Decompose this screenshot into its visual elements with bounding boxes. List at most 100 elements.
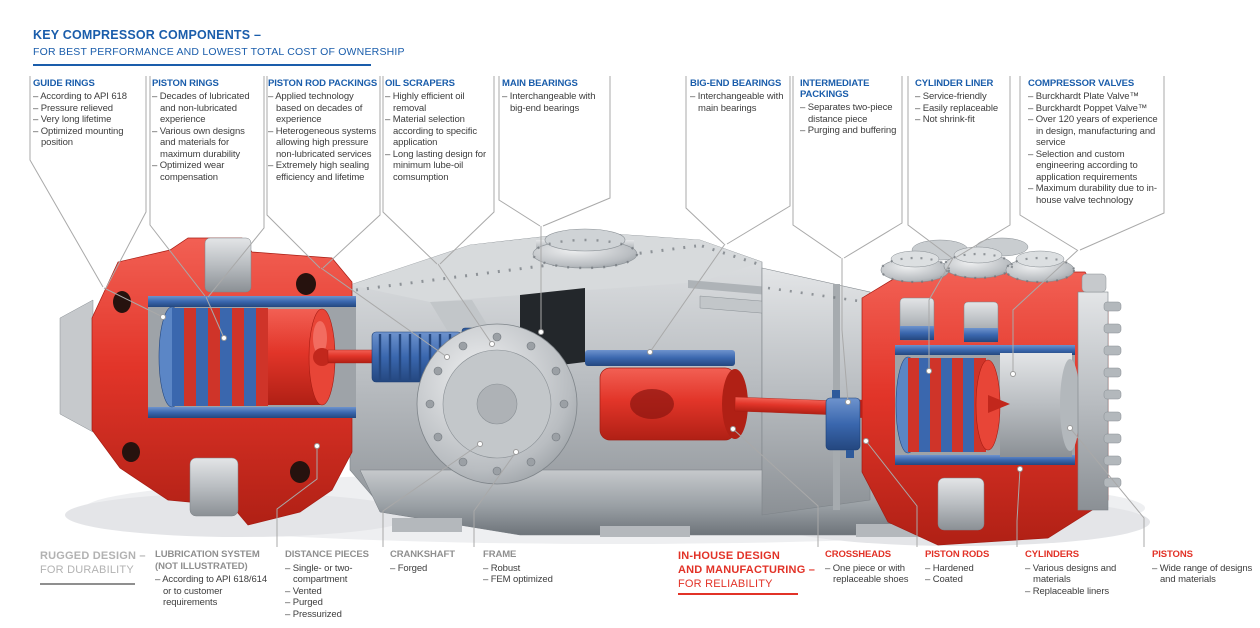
label-item: – Pressure relieved — [33, 102, 113, 114]
label-distance-pieces: DISTANCE PIECES – Single- or two-compart… — [285, 549, 385, 620]
label-item: – Interchangeable with main bearings — [690, 91, 784, 114]
label-main-bearings: MAIN BEARINGS – Interchangeable with big… — [502, 78, 610, 114]
label-title: CYLINDERS — [1025, 549, 1079, 560]
slogan-line: FOR DURABILITY — [40, 564, 134, 576]
label-title: INTERMEDIATE PACKINGS — [800, 78, 870, 100]
label-item: – Various own designs and materials for … — [152, 125, 245, 160]
label-item: – Various designs and materials — [1025, 562, 1117, 586]
label-piston-rings: PISTON RINGS – Decades of lubricated and… — [152, 78, 260, 183]
crankshaft-cover — [416, 323, 578, 485]
label-item: – Not shrink-fit — [915, 114, 975, 125]
label-crankshaft: CRANKSHAFT – Forged — [390, 549, 480, 574]
label-title: CYLINDER LINER — [915, 78, 994, 89]
left-piston — [158, 306, 336, 408]
label-item: – Vented — [285, 585, 322, 597]
label-title: LUBRICATION SYSTEM — [155, 549, 260, 560]
label-item: – Service-friendly — [915, 91, 987, 102]
right-cylinder-block — [861, 237, 1109, 546]
label-compressor-valves: COMPRESSOR VALVES – Burckhardt Plate Val… — [1028, 78, 1164, 206]
label-item: – Wide range of designs and materials — [1152, 562, 1253, 586]
inhouse-underline — [678, 593, 798, 595]
label-item: – Easily replaceable — [915, 102, 999, 114]
label-pistons: PISTONS – Wide range of designs and mate… — [1152, 549, 1256, 586]
label-item: – One piece or with replaceable shoes — [825, 562, 909, 586]
slogan-line: RUGGED DESIGN – — [40, 550, 146, 562]
label-title: BIG-END BEARINGS — [690, 78, 782, 89]
label-lubrication-system: LUBRICATION SYSTEM (NOT ILLUSTRATED) – A… — [155, 549, 273, 609]
slogan-inhouse-design: IN-HOUSE DESIGN AND MANUFACTURING – FOR … — [678, 549, 818, 591]
slogan-line: FOR RELIABILITY — [678, 578, 773, 590]
label-piston-rod-packings: PISTON ROD PACKINGS – Applied technology… — [268, 78, 378, 183]
label-cylinder-liner: CYLINDER LINER – Service-friendly – Easi… — [915, 78, 1010, 126]
label-item: – Purging and buffering — [800, 125, 897, 136]
label-oil-scrapers: OIL SCRAPERS – Highly efficient oil remo… — [385, 78, 490, 183]
label-title: (NOT ILLUSTRATED) — [155, 560, 248, 572]
left-wing-plate — [59, 299, 94, 433]
top-hatch — [531, 228, 639, 270]
label-item: – According to API 618/614 or to custome… — [155, 574, 268, 608]
label-item: – Decades of lubricated and non-lubricat… — [152, 91, 250, 125]
left-cylinder-block — [91, 237, 356, 526]
label-guide-rings: GUIDE RINGS – According to API 618 – Pre… — [33, 78, 141, 149]
valve-caps — [879, 246, 1076, 284]
label-item: – Burckhardt Poppet Valve™ — [1028, 102, 1148, 114]
rugged-underline — [40, 583, 135, 585]
label-item: – Selection and custom engineering accor… — [1028, 148, 1138, 183]
label-item: – Replaceable liners — [1025, 585, 1110, 597]
label-item: – Interchangeable with big-end bearings — [502, 91, 596, 114]
label-item: – Coated — [925, 574, 963, 585]
label-title: GUIDE RINGS — [33, 78, 95, 89]
label-title: PISTON RINGS — [152, 78, 219, 89]
label-item: – Single- or two-compartment — [285, 562, 353, 586]
label-item: – Applied technology based on decades of… — [268, 91, 363, 125]
slogan-rugged-design: RUGGED DESIGN – FOR DURABILITY — [40, 549, 170, 577]
label-title: FRAME — [483, 549, 517, 560]
label-crossheads: CROSSHEADS – One piece or with replaceab… — [825, 549, 930, 586]
header-underline — [33, 64, 371, 66]
page-subtitle: FOR BEST PERFORMANCE AND LOWEST TOTAL CO… — [33, 46, 405, 58]
slogan-line: AND MANUFACTURING – — [678, 564, 816, 576]
label-item: – Optimized wear compensation — [152, 160, 225, 183]
right-piston — [895, 356, 1010, 454]
label-big-end-bearings: BIG-END BEARINGS – Interchangeable with … — [690, 78, 792, 114]
label-item: – Hardened — [925, 562, 974, 574]
label-item: – Separates two-piece distance piece — [800, 102, 893, 125]
label-intermediate-packings: INTERMEDIATE PACKINGS – Separates two-pi… — [800, 78, 900, 137]
label-frame: FRAME – Robust – FEM optimized — [483, 549, 583, 586]
label-item: – Robust — [483, 562, 521, 574]
label-title: DISTANCE PIECES — [285, 549, 369, 560]
label-item: – According to API 618 — [33, 91, 127, 102]
label-item: – Purged — [285, 597, 323, 608]
right-flange-stack — [1077, 273, 1122, 511]
label-item: – Forged — [390, 562, 428, 574]
label-cylinders: CYLINDERS – Various designs and material… — [1025, 549, 1133, 597]
crosshead — [585, 350, 748, 441]
label-title: CRANKSHAFT — [390, 549, 455, 560]
label-piston-rods: PISTON RODS – Hardened – Coated — [925, 549, 1010, 586]
label-item: – Material selection according to specif… — [385, 114, 477, 148]
label-item: – Optimized mounting position — [33, 125, 124, 149]
label-item: – Maximum durability due to in-house val… — [1028, 183, 1157, 206]
label-title: PISTON ROD PACKINGS — [268, 78, 378, 89]
slogan-line: IN-HOUSE DESIGN — [678, 550, 781, 562]
label-item: – FEM optimized — [483, 574, 553, 585]
label-item: – Long lasting design for minimum lube-o… — [385, 148, 487, 183]
label-item: – Extremely high sealing efficiency and … — [268, 160, 370, 183]
label-title: MAIN BEARINGS — [502, 78, 578, 89]
label-title: OIL SCRAPERS — [385, 78, 455, 89]
label-title: COMPRESSOR VALVES — [1028, 78, 1135, 89]
valve-pockets — [899, 297, 999, 343]
label-title: PISTON RODS — [925, 549, 990, 560]
label-title: CROSSHEADS — [825, 549, 892, 560]
label-item: – Pressurized — [285, 608, 342, 620]
label-item: – Over 120 years of experience in design… — [1028, 114, 1158, 148]
label-title: PISTONS — [1152, 549, 1193, 560]
page-header: KEY COMPRESSOR COMPONENTS – FOR BEST PER… — [33, 28, 453, 59]
label-item: – Highly efficient oil removal — [385, 91, 465, 114]
label-item: – Heterogeneous systems allowing high pr… — [268, 125, 377, 160]
label-item: – Burckhardt Plate Valve™ — [1028, 91, 1139, 102]
label-item: – Very long lifetime — [33, 114, 112, 125]
